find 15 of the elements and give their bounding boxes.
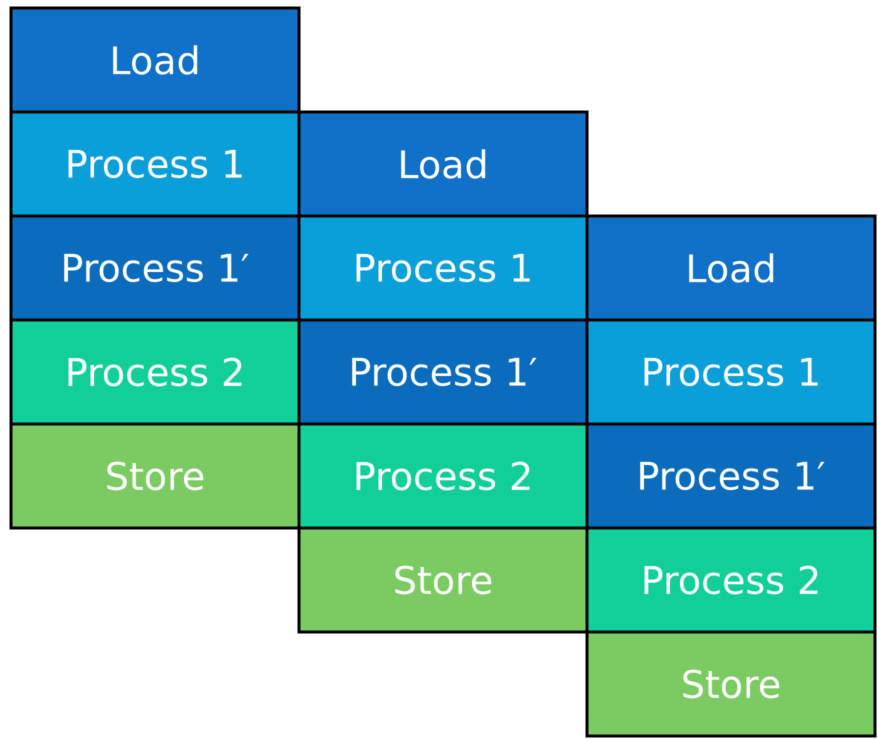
stage-box: Load [586,214,876,322]
stage-box: Process 2 [586,526,876,634]
stage-box: Process 1 [298,214,588,322]
stage-box: Process 2 [298,422,588,530]
stage-box: Load [10,6,300,114]
stage-box: Process 1 [10,110,300,218]
stage-box: Process 1′ [586,422,876,530]
stage-box: Process 1 [586,318,876,426]
stage-box: Process 2 [10,318,300,426]
stage-box: Store [586,630,876,738]
stage-box: Load [298,110,588,218]
stage-box: Store [298,526,588,634]
stage-box: Process 1′ [298,318,588,426]
stage-box: Store [10,422,300,530]
stage-box: Process 1′ [10,214,300,322]
